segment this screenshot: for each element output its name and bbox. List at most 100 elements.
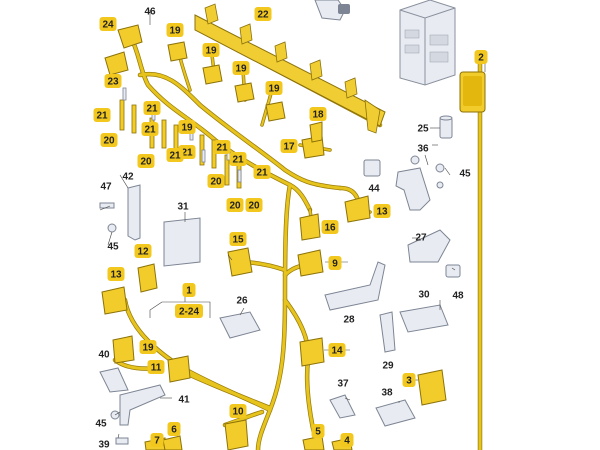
callout-badge bbox=[280, 139, 298, 153]
callout-38: 38 bbox=[381, 388, 393, 399]
callout-number: 21 bbox=[181, 148, 193, 159]
callout-number: 19 bbox=[169, 26, 181, 37]
callout-number: 23 bbox=[107, 77, 119, 88]
callout-3: 3 bbox=[402, 373, 416, 387]
callout-badge bbox=[100, 133, 118, 147]
callout-number: 13 bbox=[376, 207, 388, 218]
callout-badge bbox=[207, 174, 225, 188]
callout-21: 21 bbox=[143, 101, 161, 115]
callout-number: 10 bbox=[232, 407, 244, 418]
callout-badge bbox=[254, 7, 272, 21]
callout-16: 16 bbox=[321, 220, 339, 234]
callout-number: 45 bbox=[459, 169, 471, 180]
callout-31: 31 bbox=[177, 202, 189, 213]
callout-number: 41 bbox=[178, 395, 190, 406]
callout-number: 20 bbox=[248, 201, 260, 212]
callout-44: 44 bbox=[368, 184, 380, 195]
callout-number: 45 bbox=[95, 419, 107, 430]
callout-19: 19 bbox=[202, 43, 220, 57]
callout-badge bbox=[107, 267, 125, 281]
callout-40: 40 bbox=[98, 350, 110, 361]
callout-badge bbox=[93, 108, 111, 122]
callout-17: 17 bbox=[280, 139, 298, 153]
callout-number: 2-24 bbox=[179, 307, 199, 318]
callout-22: 22 bbox=[254, 7, 272, 21]
callout-30: 30 bbox=[418, 290, 430, 301]
callout-number: 17 bbox=[283, 142, 295, 153]
callout-number: 5 bbox=[315, 427, 321, 438]
callout-number: 42 bbox=[122, 172, 134, 183]
callout-19: 19 bbox=[178, 120, 196, 134]
callout-labels: 4624192221919231921211921182120212520211… bbox=[93, 7, 488, 450]
callout-20: 20 bbox=[207, 174, 225, 188]
callout-badge bbox=[150, 433, 164, 447]
callout-23: 23 bbox=[104, 74, 122, 88]
callout-number: 7 bbox=[154, 436, 160, 447]
callout-18: 18 bbox=[309, 107, 327, 121]
callout-number: 45 bbox=[107, 242, 119, 253]
control-unit bbox=[399, 0, 456, 86]
callout-number: 19 bbox=[142, 343, 154, 354]
callout-number: 11 bbox=[151, 363, 162, 374]
callout-4: 4 bbox=[340, 433, 354, 447]
callout-badge bbox=[104, 74, 122, 88]
callout-number: 18 bbox=[312, 110, 324, 121]
callout-badge bbox=[402, 373, 416, 387]
callout-5: 5 bbox=[311, 424, 325, 438]
callout-number: 21 bbox=[96, 111, 108, 122]
terminal-pins bbox=[119, 87, 242, 189]
callout-number: 19 bbox=[205, 46, 217, 57]
connector-parts bbox=[101, 24, 447, 450]
callout-20: 20 bbox=[100, 133, 118, 147]
callout-badge bbox=[309, 107, 327, 121]
callout-badge bbox=[137, 154, 155, 168]
callout-number: 26 bbox=[236, 296, 248, 307]
callout-number: 21 bbox=[256, 168, 268, 179]
callout-27: 27 bbox=[415, 233, 427, 244]
callout-badge bbox=[229, 404, 247, 418]
mounting-parts bbox=[99, 115, 461, 445]
callout-46: 46 bbox=[144, 7, 156, 18]
callout-21: 21 bbox=[166, 148, 184, 162]
callout-number: 16 bbox=[324, 223, 336, 234]
callout-20: 20 bbox=[245, 198, 263, 212]
callout-number: 39 bbox=[98, 440, 110, 450]
callout-badge bbox=[245, 198, 263, 212]
callout-19: 19 bbox=[139, 340, 157, 354]
callout-number: 21 bbox=[216, 143, 228, 154]
callout-number: 4 bbox=[344, 436, 350, 447]
callout-badge bbox=[175, 304, 203, 318]
callout-45: 45 bbox=[459, 169, 471, 180]
callout-number: 38 bbox=[381, 388, 393, 399]
callout-badge bbox=[202, 43, 220, 57]
callout-badge bbox=[328, 343, 346, 357]
callout-badge bbox=[373, 204, 391, 218]
callout-badge bbox=[182, 283, 196, 297]
callout-badge bbox=[166, 148, 184, 162]
callout-19: 19 bbox=[265, 81, 283, 95]
callout-21: 21 bbox=[253, 165, 271, 179]
callout-13: 13 bbox=[373, 204, 391, 218]
callout-25: 25 bbox=[417, 124, 429, 135]
callout-badge bbox=[232, 61, 250, 75]
callout-badge bbox=[226, 198, 244, 212]
callout-6: 6 bbox=[167, 422, 181, 436]
callout-badge bbox=[213, 140, 231, 154]
callout-number: 24 bbox=[102, 20, 114, 31]
callout-21: 21 bbox=[93, 108, 111, 122]
callout-badge bbox=[340, 433, 354, 447]
callout-19: 19 bbox=[166, 23, 184, 37]
callout-number: 19 bbox=[235, 64, 247, 75]
callout-13: 13 bbox=[107, 267, 125, 281]
callout-number: 19 bbox=[181, 123, 193, 134]
callout-number: 40 bbox=[98, 350, 110, 361]
callout-badge bbox=[99, 17, 117, 31]
callout-28: 28 bbox=[343, 315, 355, 326]
callout-badge bbox=[321, 220, 339, 234]
callout-7: 7 bbox=[150, 433, 164, 447]
callout-number: 21 bbox=[146, 104, 158, 115]
callout-number: 15 bbox=[232, 235, 244, 246]
callout-number: 44 bbox=[368, 184, 380, 195]
callout-number: 6 bbox=[171, 425, 177, 436]
callout-29: 29 bbox=[382, 361, 394, 372]
